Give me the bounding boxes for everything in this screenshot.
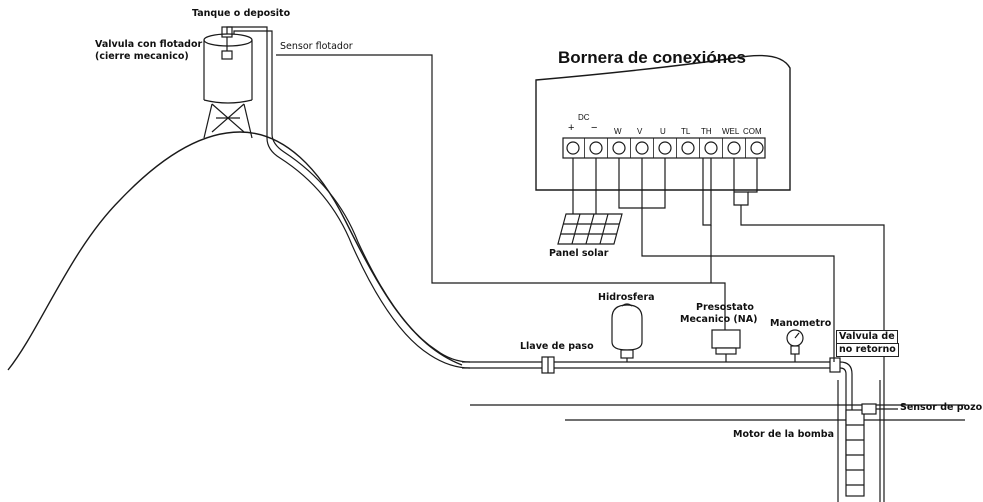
- well-sensor-shape: [861, 403, 877, 415]
- pump-motor-label: Motor de la bomba: [733, 429, 835, 440]
- float-valve-label-line1: Valvula con flotador: [95, 39, 203, 50]
- float-valve-label-line2: (cierre mecanico): [95, 51, 189, 62]
- solar-panel-shape: [557, 213, 623, 245]
- pressure-switch-label-line2: Mecanico (NA): [680, 314, 758, 325]
- feed-pipe: [226, 26, 471, 369]
- terminal-label-th: TH: [701, 127, 712, 136]
- check-valve-shape: [829, 357, 841, 373]
- terminal-block-title: Bornera de conexiónes: [558, 48, 747, 67]
- terminal-label-w: W: [614, 127, 622, 136]
- float-sensor-wire: [276, 54, 726, 330]
- hill-outline: [7, 131, 463, 371]
- terminal-label-com: COM: [743, 127, 762, 136]
- manometer-label: Manometro: [770, 318, 832, 329]
- tank-label: Tanque o deposito: [192, 8, 291, 19]
- hydrosphere-shape: [611, 303, 643, 362]
- terminal-label-tl: TL: [681, 127, 691, 136]
- main-pipe: [462, 361, 853, 470]
- solar-panel-label: Panel solar: [549, 248, 609, 259]
- terminal-label-dc: DC: [578, 113, 590, 122]
- terminal-label-plus: +: [568, 122, 575, 134]
- pressure-switch-label-line1: Presostato: [696, 302, 754, 313]
- terminal-screws: [566, 141, 764, 155]
- pump-motor-shape: [845, 409, 865, 497]
- terminal-label-minus: −: [591, 122, 598, 134]
- float-sensor-label: Sensor flotador: [280, 41, 353, 52]
- stop-valve-label: Llave de paso: [520, 341, 594, 352]
- hydrosphere-label: Hidrosfera: [598, 292, 655, 303]
- terminal-label-v: V: [637, 127, 643, 136]
- terminal-label-wel: WEL: [722, 127, 740, 136]
- terminal-label-u: U: [660, 127, 666, 136]
- terminal-strip: [562, 137, 766, 159]
- well-sensor-label: Sensor de pozo: [900, 402, 983, 413]
- check-valve-label-line1: Valvula de: [836, 330, 898, 344]
- water-tank: [203, 26, 253, 139]
- check-valve-label-line2: no retorno: [836, 343, 899, 357]
- stop-valve-shape: [541, 356, 555, 374]
- manometer-shape: [786, 329, 804, 362]
- wiring: [572, 158, 885, 502]
- pressure-switch-shape: [711, 329, 741, 362]
